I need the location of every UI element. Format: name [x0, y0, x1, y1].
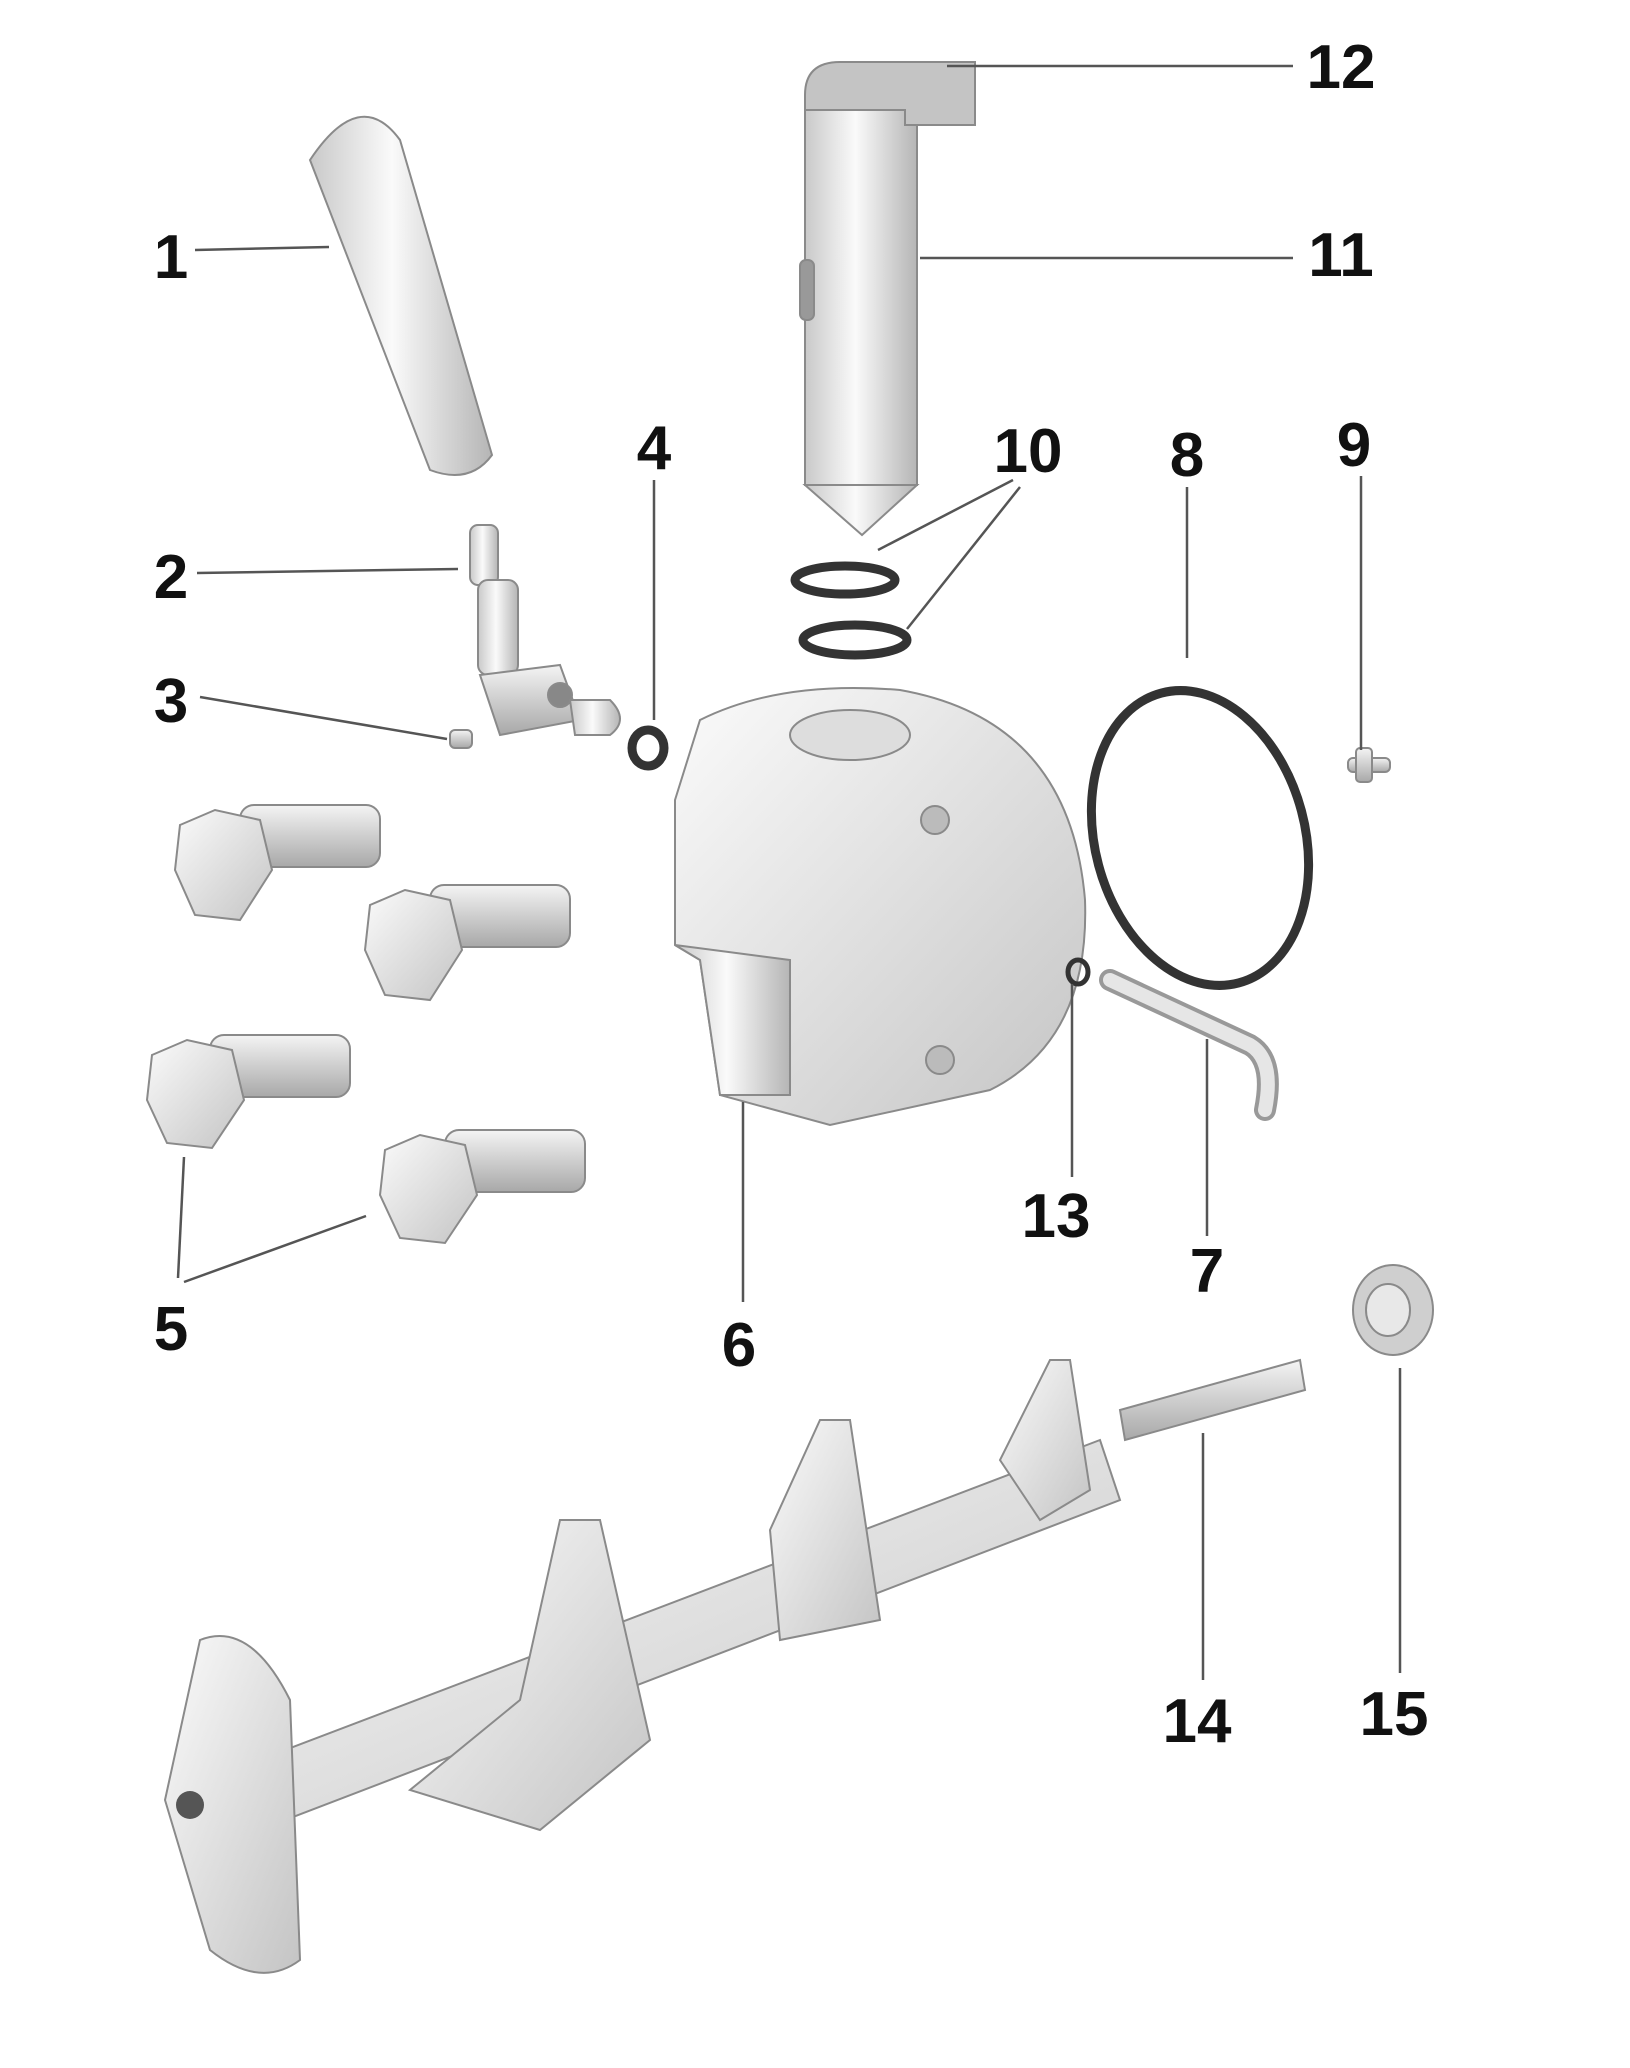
part-plunger — [799, 104, 920, 537]
callout-1: 1 — [154, 223, 188, 292]
part-seal — [1352, 1264, 1434, 1356]
part-handle — [308, 115, 494, 476]
part-small-oring — [627, 725, 669, 771]
leader-10a — [877, 478, 1014, 552]
callout-11: 11 — [1308, 221, 1374, 290]
part-bolts — [145, 804, 586, 1245]
callout-10: 10 — [994, 417, 1063, 486]
part-cap — [804, 61, 976, 126]
callout-3: 3 — [154, 667, 188, 736]
part-lever — [469, 524, 621, 737]
part-tube — [1099, 969, 1279, 1121]
part-housing — [674, 687, 1087, 1127]
callout-9: 9 — [1337, 411, 1371, 480]
callout-7: 7 — [1190, 1237, 1224, 1306]
part-auger — [163, 1358, 1307, 1974]
callout-4: 4 — [637, 414, 672, 483]
callouts: 1 2 3 4 5 6 7 8 9 10 11 12 13 14 15 — [154, 33, 1429, 1756]
part-pin — [449, 729, 473, 749]
callout-13: 13 — [1022, 1182, 1091, 1251]
callout-2: 2 — [154, 543, 188, 612]
leader-10b — [906, 486, 1021, 630]
callout-12: 12 — [1307, 33, 1376, 102]
leader-3 — [199, 695, 448, 741]
leader-1 — [194, 245, 330, 252]
leader-2 — [196, 567, 459, 575]
part-tiny-oring — [1065, 957, 1091, 987]
leader-5a — [176, 1156, 186, 1279]
part-large-oring — [1086, 686, 1314, 990]
part-fitting — [1347, 747, 1391, 783]
callout-8: 8 — [1170, 421, 1204, 490]
callout-15: 15 — [1360, 1680, 1429, 1749]
callout-14: 14 — [1163, 1687, 1232, 1756]
leader-5b — [183, 1214, 367, 1284]
callout-5: 5 — [154, 1295, 188, 1364]
callout-6: 6 — [722, 1311, 756, 1380]
leader-lines — [176, 64, 1402, 1680]
part-orings-pair — [790, 561, 912, 660]
